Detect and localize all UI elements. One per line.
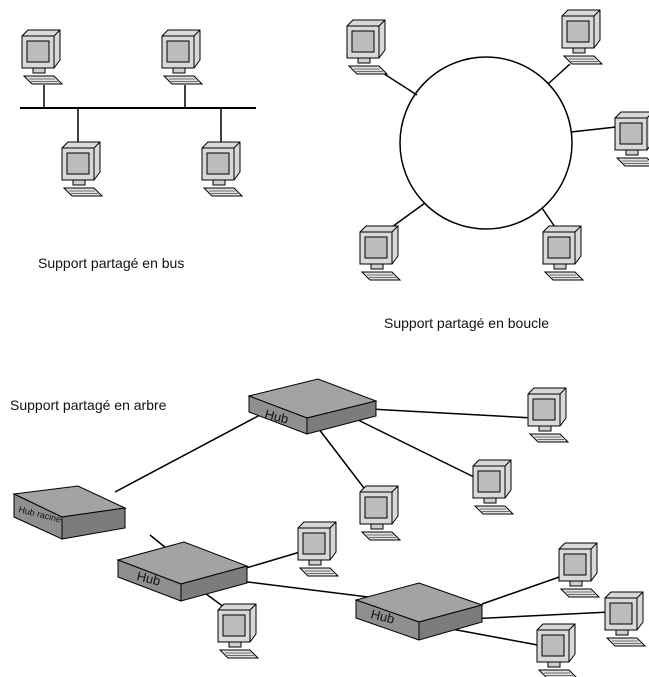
tree-link-top-pc3 [311,419,368,493]
computer-icon [604,591,646,647]
hub-middle: Hub [116,541,249,602]
ring-caption: Support partagé en boucle [384,315,549,331]
computer-icon [346,19,388,75]
tree-topology: Support partagé en arbre Hub Hub racine [10,378,646,677]
computer-icon [359,485,401,541]
ring-medium [399,56,573,230]
ring-link-2 [547,63,571,85]
computer-icon [359,225,401,281]
hub-right: Hub [354,582,484,641]
bus-topology: Support partagé en bus [20,29,256,271]
computer-icon [542,225,584,281]
computer-icon [536,623,578,677]
tree-link-top-pc1 [369,408,534,419]
computer-icon [297,521,339,577]
computer-icon [61,141,103,197]
hub-top: Hub [247,378,378,435]
tree-link-top-pc2 [353,417,481,481]
bus-caption: Support partagé en bus [38,255,184,271]
computer-icon [561,9,603,65]
computer-icon [21,29,63,85]
hub-root: Hub racine [12,485,127,540]
ring-topology: Support partagé en boucle [346,9,649,331]
tree-link-root-top [114,414,261,493]
computer-icon [161,29,203,85]
computer-icon [558,542,600,598]
tree-link-mid-right [231,579,393,601]
tree-link-right-pc1 [481,574,566,605]
hub-middle-label: Hub [135,568,162,588]
computer-icon [614,111,649,167]
ring-link-3 [570,126,617,133]
hub-right-label: Hub [369,606,396,626]
computer-icon [201,141,243,197]
computer-icon [472,459,514,515]
computer-icon [217,603,259,659]
hub-top-label: Hub [263,406,290,426]
tree-link-root-mid [149,534,167,549]
tree-caption: Support partagé en arbre [10,397,167,413]
computer-icon [527,387,569,443]
